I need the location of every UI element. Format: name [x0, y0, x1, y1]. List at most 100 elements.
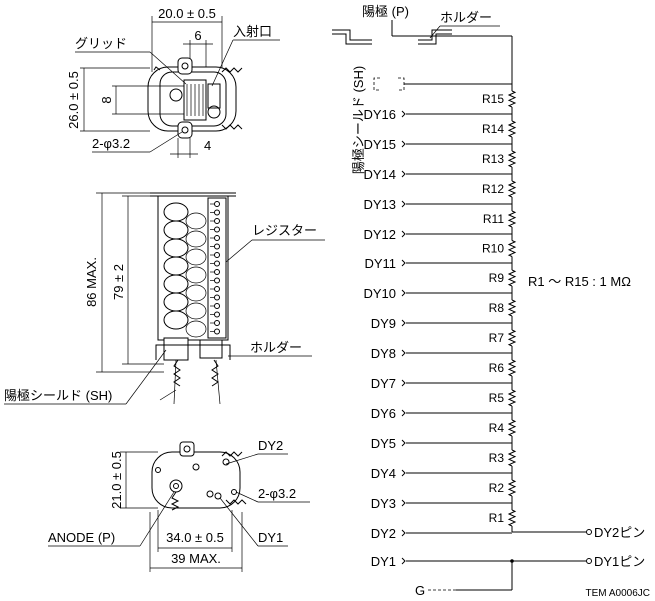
dynode-label-dy12: DY12	[363, 227, 396, 242]
dynode-stack	[163, 202, 207, 338]
dynode-connector	[401, 469, 406, 477]
dy1-pin-label: DY1ピン	[594, 554, 645, 569]
dy2-label: DY2	[258, 438, 283, 453]
dynode-connector	[401, 170, 406, 178]
resistor-label-r13: R13	[482, 152, 504, 166]
dynode-connector	[401, 529, 406, 537]
resistor-icon-r3	[507, 449, 517, 467]
resistor-icon-r2	[507, 479, 517, 497]
dynode-connector	[401, 230, 406, 238]
resistor-label: レジスター	[252, 223, 317, 238]
bottom-width-dim: 39 MAX.	[171, 551, 221, 566]
dy1-pin-terminal	[586, 558, 592, 564]
resistor-icon-r12	[507, 180, 517, 198]
dynode-label-dy9: DY9	[371, 316, 396, 331]
dynode-element	[185, 212, 207, 230]
grid-label: グリッド	[75, 36, 127, 51]
resistor-pin	[214, 201, 220, 207]
anode-p-label: 陽極 (P)	[362, 4, 409, 19]
dynode-label-dy14: DY14	[363, 167, 396, 182]
top-view: 20.0 ± 0.5 6 26.0 ± 0.5	[66, 6, 280, 158]
resistor-pin	[214, 260, 220, 267]
dynode-element	[185, 230, 207, 248]
resistor-label-r10: R10	[482, 242, 504, 256]
resistor-icon-r11	[507, 210, 517, 228]
dynode-label-dy3: DY3	[371, 496, 396, 511]
dynode-element	[185, 248, 207, 266]
ground-label: G	[415, 583, 425, 598]
resistor-pin	[214, 269, 220, 275]
dynode-label-dy6: DY6	[371, 406, 396, 421]
window-icon	[207, 83, 221, 109]
schematic: 陽極 (P) ホルダー 陽極シールド (SH) DY16DY15DY14DY13…	[332, 4, 650, 599]
dynode-label-dy2: DY2	[371, 526, 396, 541]
resistor-label-r8: R8	[489, 301, 505, 315]
holder-left-icon	[332, 29, 372, 41]
resistor-icon-r7	[507, 329, 517, 347]
dynode-label-dy13: DY13	[363, 197, 396, 212]
dynode-connector	[401, 110, 406, 118]
overall-height-dim: 86 MAX.	[84, 257, 99, 307]
resistor-pin	[214, 252, 220, 258]
resistor-label-r2: R2	[489, 481, 505, 495]
dynode-connector	[401, 259, 406, 267]
dynode-connector	[401, 140, 406, 148]
dynode-label-dy11: DY11	[364, 256, 396, 271]
resistor-note: R1 ～ R15 : 1 MΩ	[528, 274, 631, 289]
resistor-pin	[214, 243, 220, 250]
dynode-connector	[401, 409, 406, 417]
dynode-connector	[401, 319, 406, 327]
resistor-label-r5: R5	[489, 391, 505, 405]
dynode-element	[185, 266, 207, 284]
hole-gap-dim: 4	[204, 138, 211, 153]
pitch-dim: 34.0 ± 0.5	[166, 530, 224, 545]
dynode-element	[185, 284, 207, 302]
dynode-connector	[401, 289, 406, 297]
body-height-dim: 79 ± 2	[111, 264, 126, 300]
resistor-pin	[214, 320, 220, 326]
resistor-label-r7: R7	[489, 331, 505, 345]
anode-shield-block	[163, 337, 189, 361]
dynode-connector	[401, 439, 406, 447]
dy1-dynode-label: DY1	[371, 554, 396, 569]
dynode-label-dy7: DY7	[371, 376, 396, 391]
holder-label: ホルダー	[440, 10, 492, 25]
resistor-pin	[214, 286, 220, 292]
resistor-pin	[214, 235, 220, 241]
resistor-pin	[214, 218, 220, 224]
dynode-element	[185, 302, 207, 320]
resistor-label-r1: R1	[489, 511, 505, 525]
resistor-label-r3: R3	[489, 451, 505, 465]
resistor-pin	[214, 209, 220, 216]
side-holder-label: ホルダー	[250, 340, 302, 355]
resistor-ladder: DY16DY15DY14DY13DY12DY11DY10DY9DY8DY7DY6…	[363, 90, 517, 541]
dynode-label-dy8: DY8	[371, 346, 396, 361]
resistor-pin	[214, 277, 220, 284]
resistor-icon-r15	[507, 90, 517, 108]
resistor-label-r4: R4	[489, 421, 505, 435]
resistor-label-r15: R15	[482, 92, 504, 106]
resistor-icon-r4	[507, 419, 517, 437]
dynode-connector	[401, 349, 406, 357]
resistor-pin	[214, 311, 220, 318]
resistor-icon-r6	[507, 359, 517, 377]
dynode-element	[185, 320, 207, 338]
top-hole-label: 2-φ3.2	[92, 136, 130, 151]
dynode-connector	[401, 379, 406, 387]
schematic-shield-label: 陽極シールド (SH)	[351, 66, 366, 174]
anode-label: ANODE (P)	[48, 530, 115, 545]
dynode-label-dy15: DY15	[363, 137, 396, 152]
dynode-label-dy16: DY16	[363, 107, 396, 122]
bottom-view: 21.0 ± 0.5 34.0 ± 0.5 39 MAX. ANODE (P) …	[48, 438, 310, 572]
dynode-connector	[401, 499, 406, 507]
top-height-dim: 26.0 ± 0.5	[66, 71, 81, 129]
dynode-label-dy4: DY4	[371, 466, 396, 481]
resistor-icon-r9	[507, 269, 517, 287]
dy2-pin-terminal	[586, 529, 592, 535]
resistor-label-r9: R9	[489, 271, 505, 285]
resistor-label-r6: R6	[489, 361, 505, 375]
resistor-label-r14: R14	[482, 122, 504, 136]
grid-gap-dim: 8	[99, 96, 114, 103]
